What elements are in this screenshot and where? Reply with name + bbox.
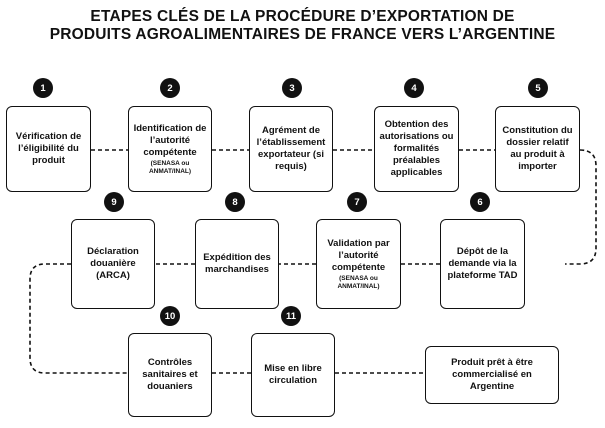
step-box-7: Validation par l’autorité compétente (SE… xyxy=(316,219,401,309)
step-label-7: Validation par l’autorité compétente xyxy=(327,237,390,273)
step-sublabel-7: (SENASA ou ANMAT/INAL) xyxy=(337,274,380,290)
step-number-badge-4: 4 xyxy=(404,78,424,98)
step-label-1: Vérification de l’éligibilité du produit xyxy=(15,131,82,166)
step-box-9: Déclaration douanière (ARCA) xyxy=(71,219,155,309)
final-outcome-label: Produit prêt à être commercialisé en Arg… xyxy=(451,357,533,392)
diagram-title-line-1: ETAPES CLÉS DE LA PROCÉDURE D’EXPORTATIO… xyxy=(90,8,515,25)
step-number-badge-5: 5 xyxy=(528,78,548,98)
step-box-10: Contrôles sanitaires et douaniers xyxy=(128,333,212,417)
step-box-3: Agrément de l’établissement exportateur … xyxy=(249,106,333,192)
step-box-8: Expédition des marchandises xyxy=(195,219,279,309)
step-number-badge-9: 9 xyxy=(104,192,124,212)
step-number-badge-6: 6 xyxy=(470,192,490,212)
step-box-11: Mise en libre circulation xyxy=(251,333,335,417)
step-box-5: Constitution du dossier relatif au produ… xyxy=(495,106,580,192)
step-label-5: Constitution du dossier relatif au produ… xyxy=(502,125,573,172)
step-sublabel-2: (SENASA ou ANMAT/INAL) xyxy=(148,159,192,175)
step-label-10: Contrôles sanitaires et douaniers xyxy=(142,357,198,392)
step-number-badge-10: 10 xyxy=(160,306,180,326)
step-label-6: Dépôt de la demande via la plateforme TA… xyxy=(447,246,518,281)
step-number-badge-8: 8 xyxy=(225,192,245,212)
step-label-8: Expédition des marchandises xyxy=(203,252,271,275)
connector-9-10 xyxy=(29,263,128,374)
step-label-3: Agrément de l’établissement exportateur … xyxy=(256,125,326,172)
step-box-1: Vérification de l’éligibilité du produit xyxy=(6,106,91,192)
connector-5-6 xyxy=(565,149,597,265)
step-label-9: Déclaration douanière (ARCA) xyxy=(87,246,139,281)
step-label-2: Identification de l’autorité compétente xyxy=(133,122,207,158)
diagram-title-line-2: PRODUITS AGROALIMENTAIRES DE FRANCE VERS… xyxy=(49,26,556,43)
step-label-11: Mise en libre circulation xyxy=(264,363,322,386)
step-label-4: Obtention des autorisations ou formalité… xyxy=(379,119,454,178)
step-number-badge-3: 3 xyxy=(282,78,302,98)
step-box-2: Identification de l’autorité compétente … xyxy=(128,106,212,192)
step-number-badge-7: 7 xyxy=(347,192,367,212)
final-outcome-box: Produit prêt à être commercialisé en Arg… xyxy=(425,346,559,404)
step-box-4: Obtention des autorisations ou formalité… xyxy=(374,106,459,192)
step-box-6: Dépôt de la demande via la plateforme TA… xyxy=(440,219,525,309)
step-number-badge-2: 2 xyxy=(160,78,180,98)
step-number-badge-1: 1 xyxy=(33,78,53,98)
step-number-badge-11: 11 xyxy=(281,306,301,326)
